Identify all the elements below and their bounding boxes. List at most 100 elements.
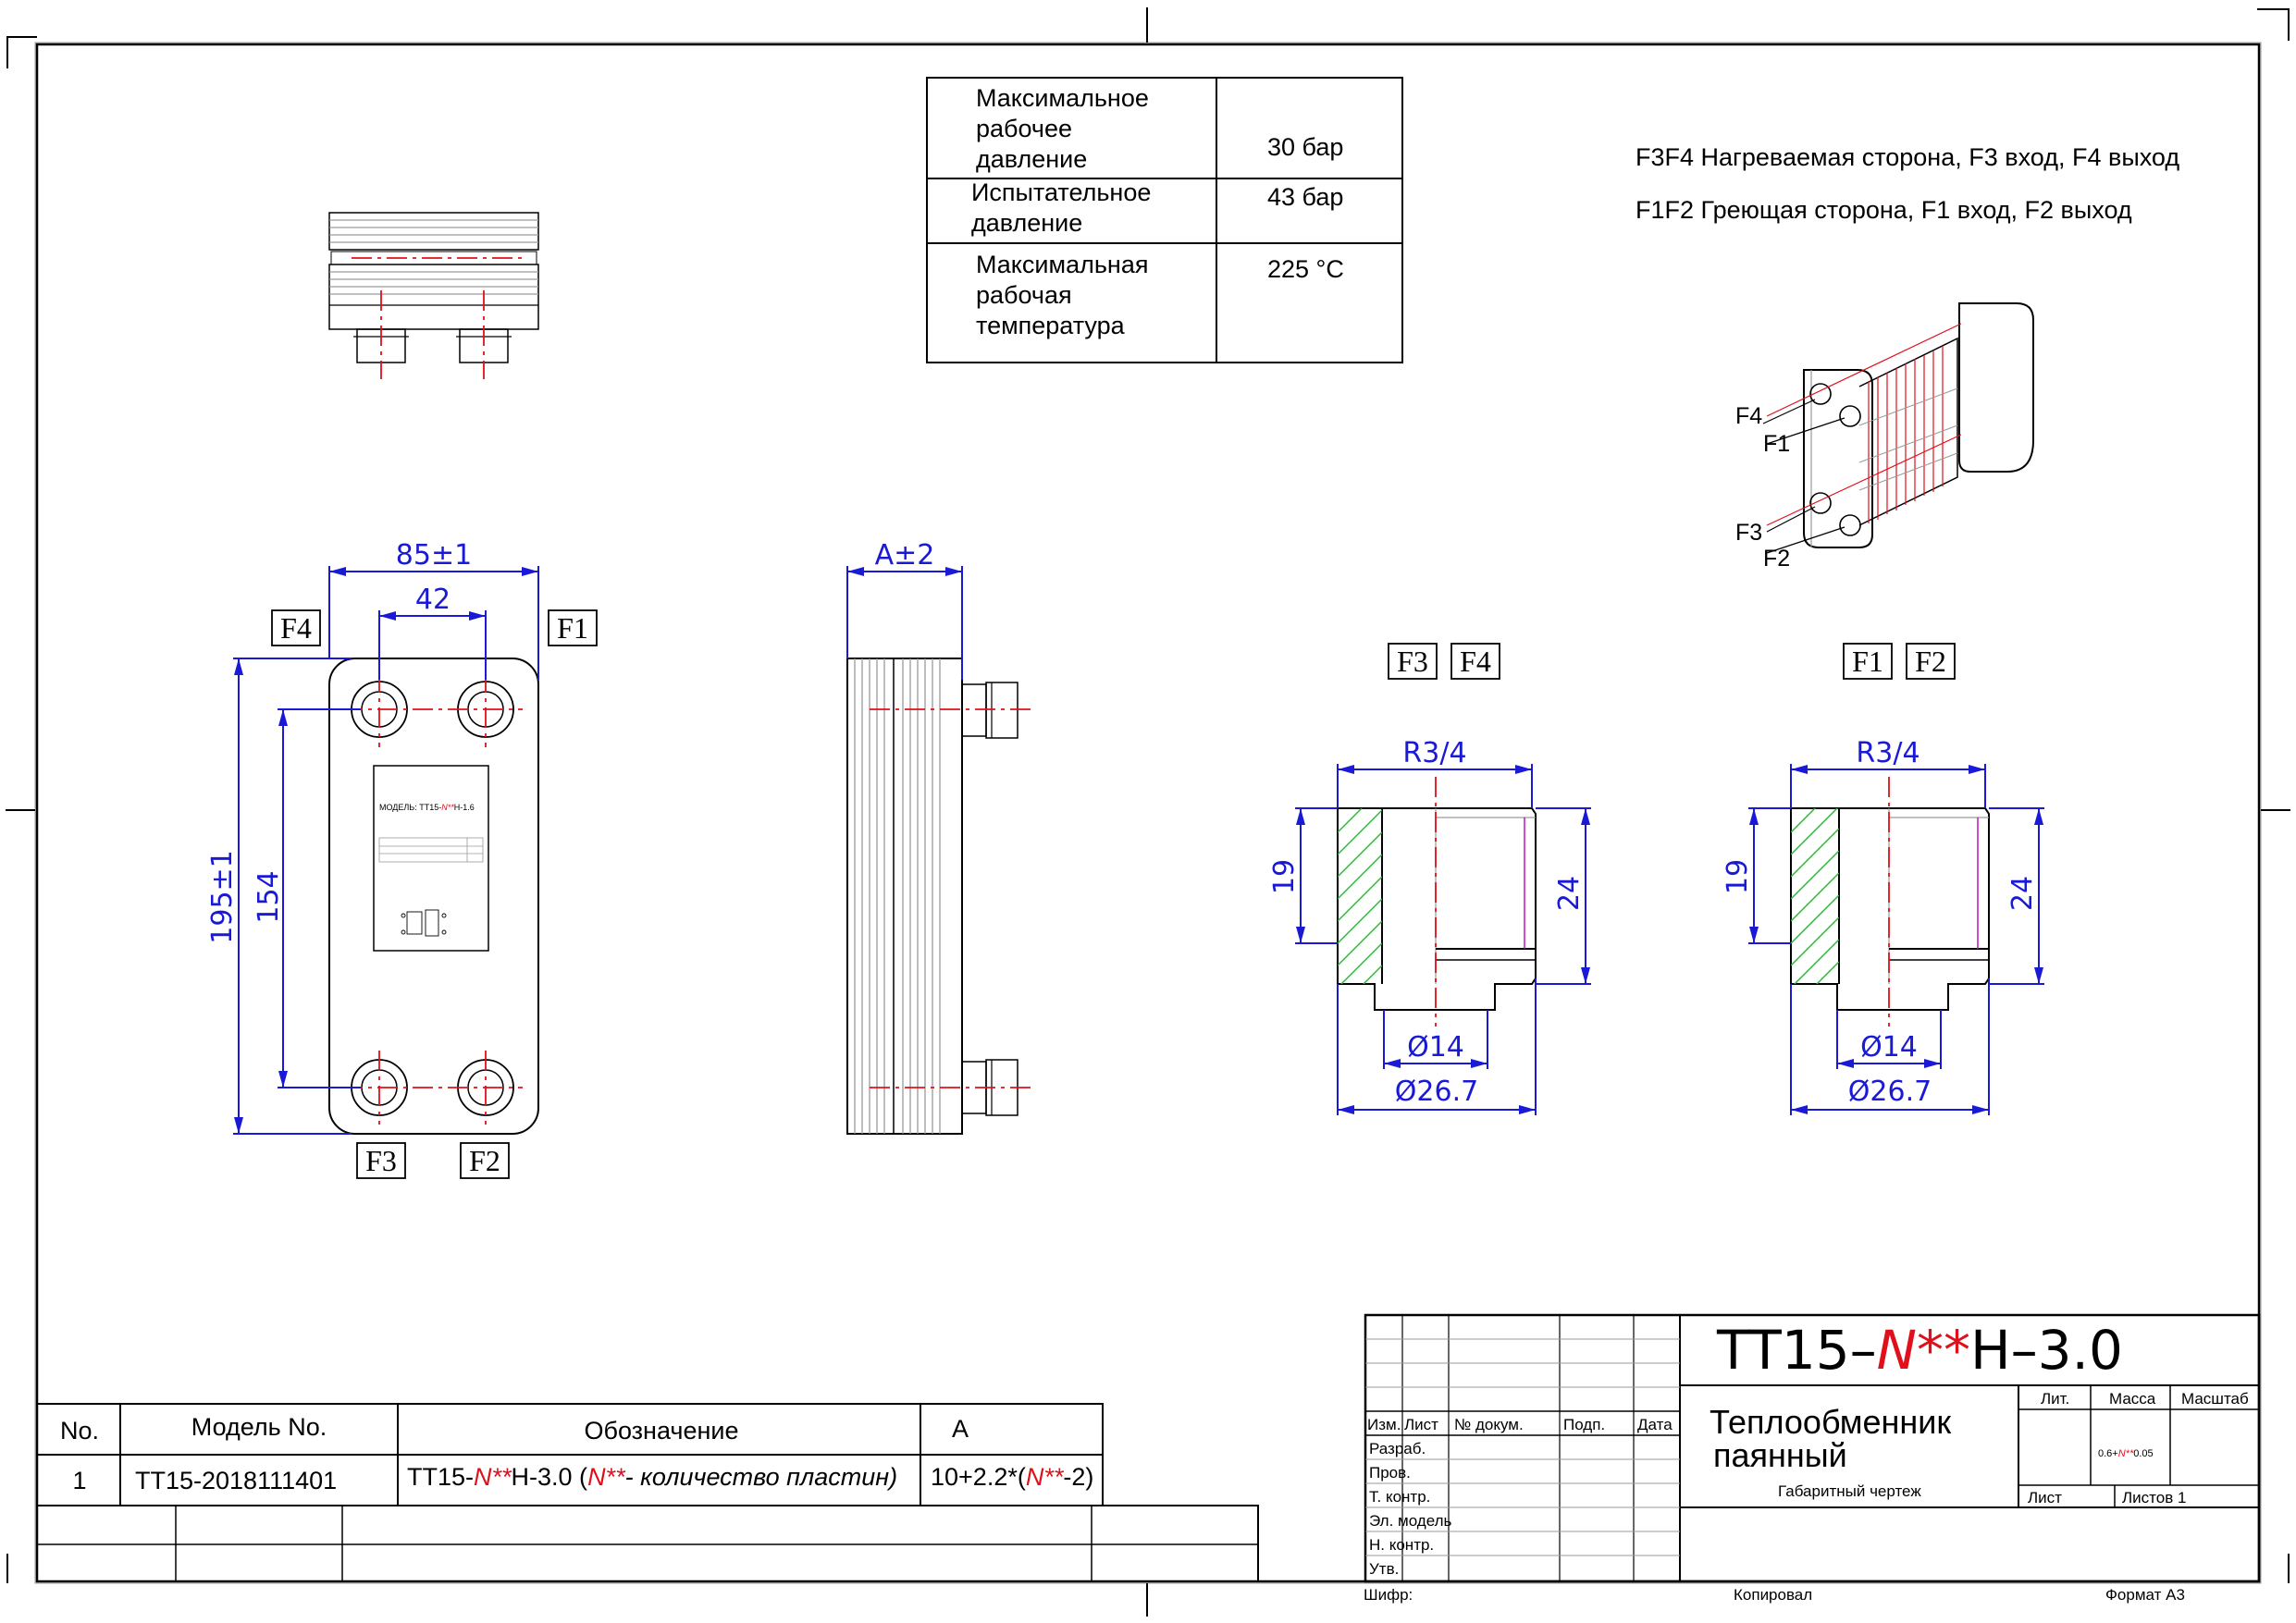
svg-text:Максимальная: Максимальная xyxy=(976,251,1148,278)
rev-header-izm: Изм. xyxy=(1367,1416,1401,1433)
svg-text:F2: F2 xyxy=(469,1144,500,1177)
dim-height: 195±1 xyxy=(206,850,239,943)
label-f1: F1 xyxy=(548,609,598,646)
footer-cipher: Шифр: xyxy=(1364,1586,1413,1604)
rev-header-list: Лист xyxy=(1404,1416,1438,1433)
title-col-scale: Масштаб xyxy=(2181,1390,2249,1408)
rev-header-doc: № докум. xyxy=(1454,1416,1524,1433)
parts-row-a: 10+2.2*(N**-2) xyxy=(931,1463,1093,1491)
parts-header-no: No. xyxy=(60,1417,99,1445)
title-doc-type: Габаритный чертеж xyxy=(1778,1482,1921,1500)
dim-d267-f1f2: Ø26.7 xyxy=(1848,1076,1932,1108)
parts-header-model: Модель No. xyxy=(191,1413,327,1441)
role-norm-control: Н. контр. xyxy=(1369,1536,1434,1554)
title-designation: TT15–N**H–3.0 xyxy=(1716,1319,2123,1382)
parts-header-designation: Обозначение xyxy=(585,1417,739,1445)
dim-hole-height: 154 xyxy=(253,870,285,923)
note-heating-side: F1F2 Греющая сторона, F1 вход, F2 выход xyxy=(1636,196,2132,224)
svg-text:МОДЕЛЬ: TT15-N**H-1.6: МОДЕЛЬ: TT15-N**H-1.6 xyxy=(379,803,475,812)
spec-max-pressure-label-3: давление xyxy=(976,145,1087,173)
dim-24-f1f2: 24 xyxy=(2006,876,2039,911)
svg-text:Максимальное: Максимальное xyxy=(976,84,1149,112)
role-e-model: Эл. модель xyxy=(1369,1512,1452,1530)
role-tech-control: Т. контр. xyxy=(1369,1488,1430,1506)
parts-table: No. Модель No. Обозначение A 1 TT15-2018… xyxy=(36,1403,1259,1582)
svg-text:43 бар: 43 бар xyxy=(1267,183,1343,211)
label-f2: F2 xyxy=(460,1142,510,1179)
svg-text:давление: давление xyxy=(976,145,1087,173)
label-f4: F4 xyxy=(271,609,321,646)
dim-19-f1f2: 19 xyxy=(1722,859,1754,894)
svg-text:F3: F3 xyxy=(1397,645,1428,678)
title-block: TT15–N**H–3.0 Теплообменник паянный Габа… xyxy=(1364,1313,2261,1604)
title-product-line1: Теплообменник xyxy=(1710,1403,1951,1441)
role-developer: Разраб. xyxy=(1369,1440,1426,1457)
dim-d267-f3f4: Ø26.7 xyxy=(1395,1076,1478,1108)
nameplate: МОДЕЛЬ: TT15-N**H-1.6 xyxy=(373,765,489,952)
rev-header-date: Дата xyxy=(1637,1416,1673,1433)
spec-max-pressure-value: 30 бар xyxy=(1267,133,1343,161)
title-col-mass: Масса xyxy=(2109,1390,2156,1408)
svg-text:рабочая: рабочая xyxy=(976,281,1072,309)
title-product-line2: паянный xyxy=(1713,1436,1847,1474)
label-f3-detail: F3 xyxy=(1388,643,1438,680)
svg-text:F1: F1 xyxy=(1852,645,1883,678)
svg-text:Испытательное: Испытательное xyxy=(971,178,1151,206)
dim-hole-spacing: 42 xyxy=(415,584,451,616)
parts-row-no: 1 xyxy=(72,1467,86,1494)
spec-max-temp-label-3: температура xyxy=(976,312,1126,339)
title-col-lit: Лит. xyxy=(2041,1390,2069,1408)
label-f1-detail: F1 xyxy=(1843,643,1893,680)
label-f4-detail: F4 xyxy=(1450,643,1500,680)
role-approved: Утв. xyxy=(1369,1560,1399,1578)
footer-format: Формат А3 xyxy=(2105,1586,2185,1604)
spec-table: Максимальное рабочее давление 30 бар Исп… xyxy=(926,77,1403,363)
svg-text:рабочее: рабочее xyxy=(976,115,1072,142)
spec-test-pressure-label-1: Испытательное xyxy=(971,178,1151,206)
dim-24-f3f4: 24 xyxy=(1553,876,1586,911)
role-checker: Пров. xyxy=(1369,1464,1411,1482)
side-view: A±2 xyxy=(846,539,1031,1135)
footer-copied: Копировал xyxy=(1734,1586,1812,1604)
svg-text:30 бар: 30 бар xyxy=(1267,133,1343,161)
label-f2-detail: F2 xyxy=(1906,643,1956,680)
svg-text:F3: F3 xyxy=(365,1144,397,1177)
spec-max-temp-value: 225 °C xyxy=(1267,255,1344,283)
dim-d14-f1f2: Ø14 xyxy=(1860,1031,1918,1064)
dim-thickness: A±2 xyxy=(875,539,935,572)
dim-width: 85±1 xyxy=(396,539,472,572)
svg-text:F2: F2 xyxy=(1915,645,1946,678)
dim-19-f3f4: 19 xyxy=(1268,859,1301,894)
svg-text:температура: температура xyxy=(976,312,1126,339)
title-mass-value: 0.6+N**0.05 xyxy=(2098,1448,2154,1459)
parts-row-model: TT15-2018111401 xyxy=(135,1467,337,1494)
dim-thread-f3f4: R3/4 xyxy=(1402,737,1466,769)
dim-d14-f3f4: Ø14 xyxy=(1407,1031,1464,1064)
svg-text:F4: F4 xyxy=(280,611,312,645)
front-view: МОДЕЛЬ: TT15-N**H-1.6 85±1 42 xyxy=(206,539,598,1179)
spec-test-pressure-value: 43 бар xyxy=(1267,183,1343,211)
section-detail-f1f2: F1 F2 R3/4 xyxy=(1722,643,2044,1115)
rev-header-sign: Подп. xyxy=(1563,1416,1605,1433)
svg-text:225 °C: 225 °C xyxy=(1267,255,1344,283)
spec-max-temp-label-2: рабочая xyxy=(976,281,1072,309)
iso-label-f3: F3 xyxy=(1735,520,1762,546)
isometric-view: F4 F1 F3 F2 xyxy=(1735,302,2034,572)
spec-test-pressure-label-2: давление xyxy=(971,209,1082,237)
section-detail-f3f4: F3 F4 R3/4 xyxy=(1268,643,1591,1115)
title-sheet: Лист xyxy=(2028,1489,2062,1506)
svg-text:давление: давление xyxy=(971,209,1082,237)
spec-max-pressure-label-1: Максимальное xyxy=(976,84,1149,112)
note-heated-side: F3F4 Нагреваемая сторона, F3 вход, F4 вы… xyxy=(1636,143,2179,171)
iso-label-f2: F2 xyxy=(1763,546,1790,572)
svg-text:F4: F4 xyxy=(1460,645,1491,678)
top-view xyxy=(328,212,539,379)
parts-row-designation: TT15-N**H-3.0 (N**- количество пластин) xyxy=(407,1463,897,1491)
svg-text:F1: F1 xyxy=(557,611,588,645)
title-sheets: Листов 1 xyxy=(2122,1489,2186,1506)
parts-header-a: A xyxy=(952,1415,969,1443)
iso-label-f1: F1 xyxy=(1763,431,1790,457)
iso-label-f4: F4 xyxy=(1735,403,1762,429)
spec-max-temp-label-1: Максимальная xyxy=(976,251,1148,278)
